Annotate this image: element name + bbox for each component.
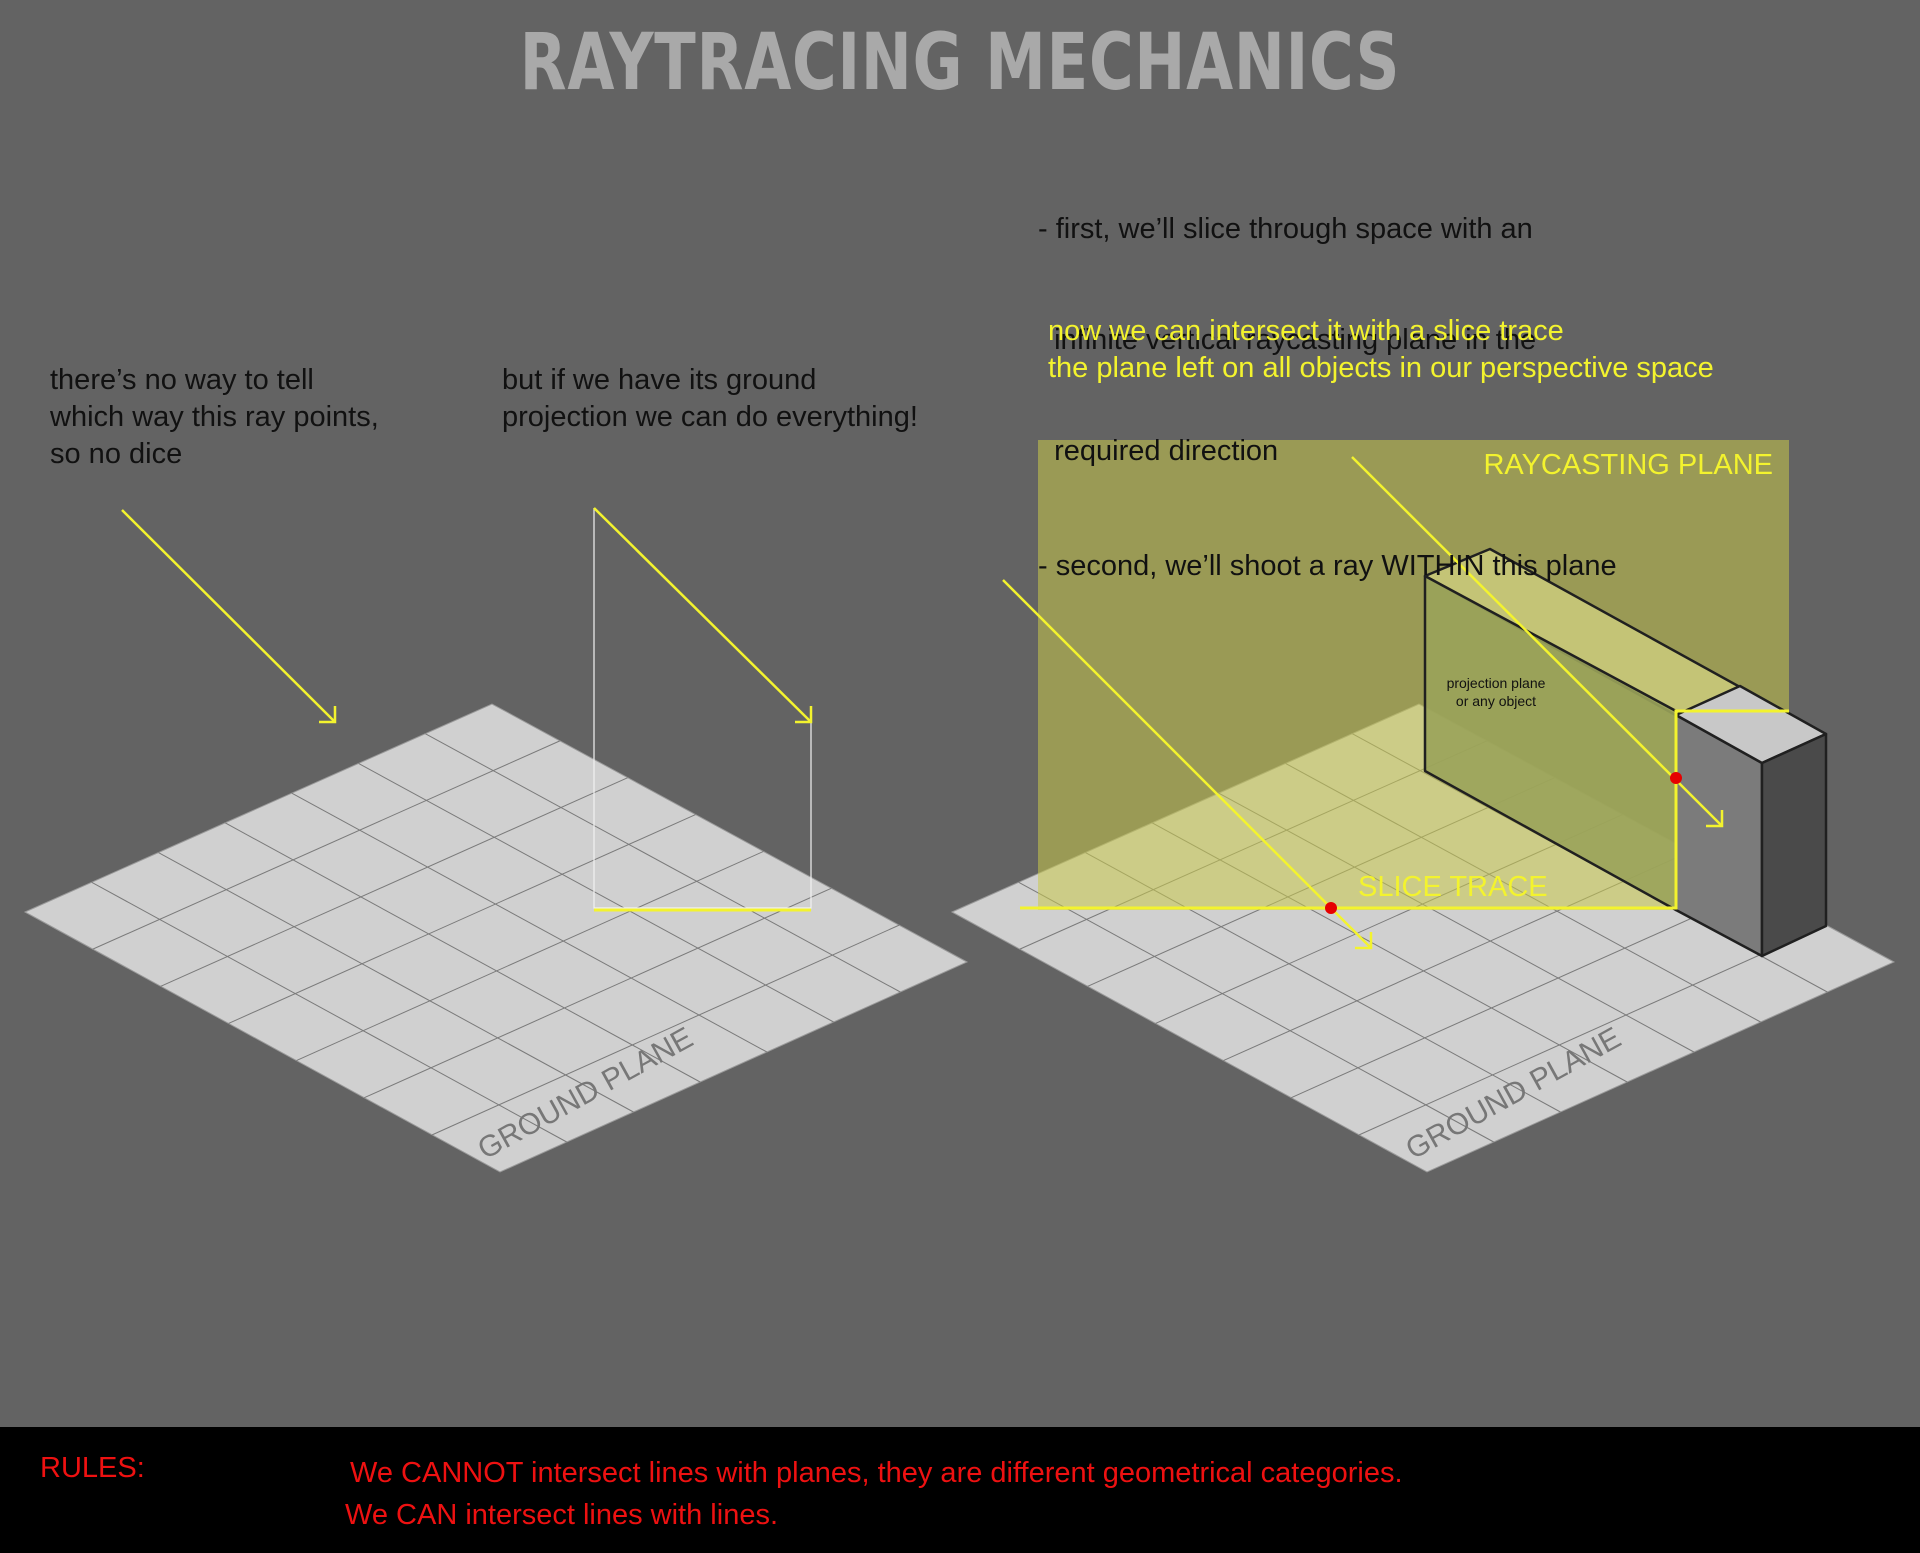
rules-label: RULES: bbox=[40, 1452, 145, 1484]
grid-line bbox=[358, 762, 834, 1023]
caption-line: - second, we’ll shoot a ray WITHIN this … bbox=[1038, 550, 1617, 582]
caption-line: required direction bbox=[1038, 435, 1279, 467]
caption-line: projection we can do everything! bbox=[502, 401, 918, 433]
projection-object-label-line2: or any object bbox=[1456, 693, 1536, 709]
ray-to-ground bbox=[1002, 579, 1373, 950]
caption-line: there’s no way to tell bbox=[50, 364, 314, 396]
grid-line bbox=[425, 733, 901, 993]
grid-line bbox=[92, 740, 561, 950]
middle-ray-with-projection bbox=[593, 507, 813, 912]
caption-line: now we can intersect it with a slice tra… bbox=[1048, 315, 1564, 347]
intersection-point-ground bbox=[1325, 902, 1337, 914]
raycasting-plane-label: RAYCASTING PLANE bbox=[1483, 449, 1773, 481]
left-ray bbox=[121, 509, 337, 724]
grid-line bbox=[431, 924, 900, 1136]
grid-line bbox=[364, 887, 832, 1099]
caption-line: so no dice bbox=[50, 438, 183, 470]
caption-steps: - first, we’ll slice through space with … bbox=[1038, 137, 1617, 622]
caption-line: which way this ray points, bbox=[50, 401, 379, 433]
rule-line: We CAN intersect lines with lines. bbox=[345, 1499, 779, 1531]
slice-trace-label: SLICE TRACE bbox=[1358, 871, 1548, 903]
caption-intersect: now we can intersect it with a slice tra… bbox=[1048, 313, 1714, 387]
caption-line: - first, we’ll slice through space with … bbox=[1038, 213, 1533, 245]
caption-line: infinite vertical raycasting plane in th… bbox=[1038, 324, 1537, 356]
grid-line bbox=[1291, 887, 1759, 1099]
left-ground-plane: GROUND PLANE bbox=[23, 703, 969, 1173]
grid-line bbox=[1018, 881, 1494, 1143]
ray-to-object bbox=[1351, 456, 1724, 828]
caption-with-projection: but if we have its ground projection we … bbox=[502, 362, 918, 436]
rule-line: We CANNOT intersect lines with planes, t… bbox=[350, 1457, 1403, 1489]
caption-line: but if we have its ground bbox=[502, 364, 817, 396]
grid-line bbox=[158, 852, 634, 1113]
grid-line bbox=[224, 822, 701, 1083]
grid-line bbox=[228, 814, 696, 1024]
grid-line bbox=[160, 777, 628, 987]
grid-line bbox=[291, 792, 768, 1053]
intersection-point-object bbox=[1670, 772, 1682, 784]
slice-trace bbox=[1020, 709, 1789, 910]
rules-bar: RULES: We CANNOT intersect lines with pl… bbox=[0, 1427, 1920, 1553]
rules-text: We CANNOT intersect lines with planes, t… bbox=[345, 1452, 1403, 1536]
caption-line: the plane left on all objects in our per… bbox=[1048, 352, 1714, 384]
grid-line bbox=[91, 881, 567, 1143]
page-title: RAYTRACING MECHANICS bbox=[519, 18, 1401, 108]
caption-no-projection: there’s no way to tell which way this ra… bbox=[50, 362, 379, 473]
grid-line bbox=[1358, 924, 1827, 1136]
grid-line bbox=[296, 850, 764, 1062]
projection-object-label-line1: projection plane bbox=[1447, 675, 1546, 691]
